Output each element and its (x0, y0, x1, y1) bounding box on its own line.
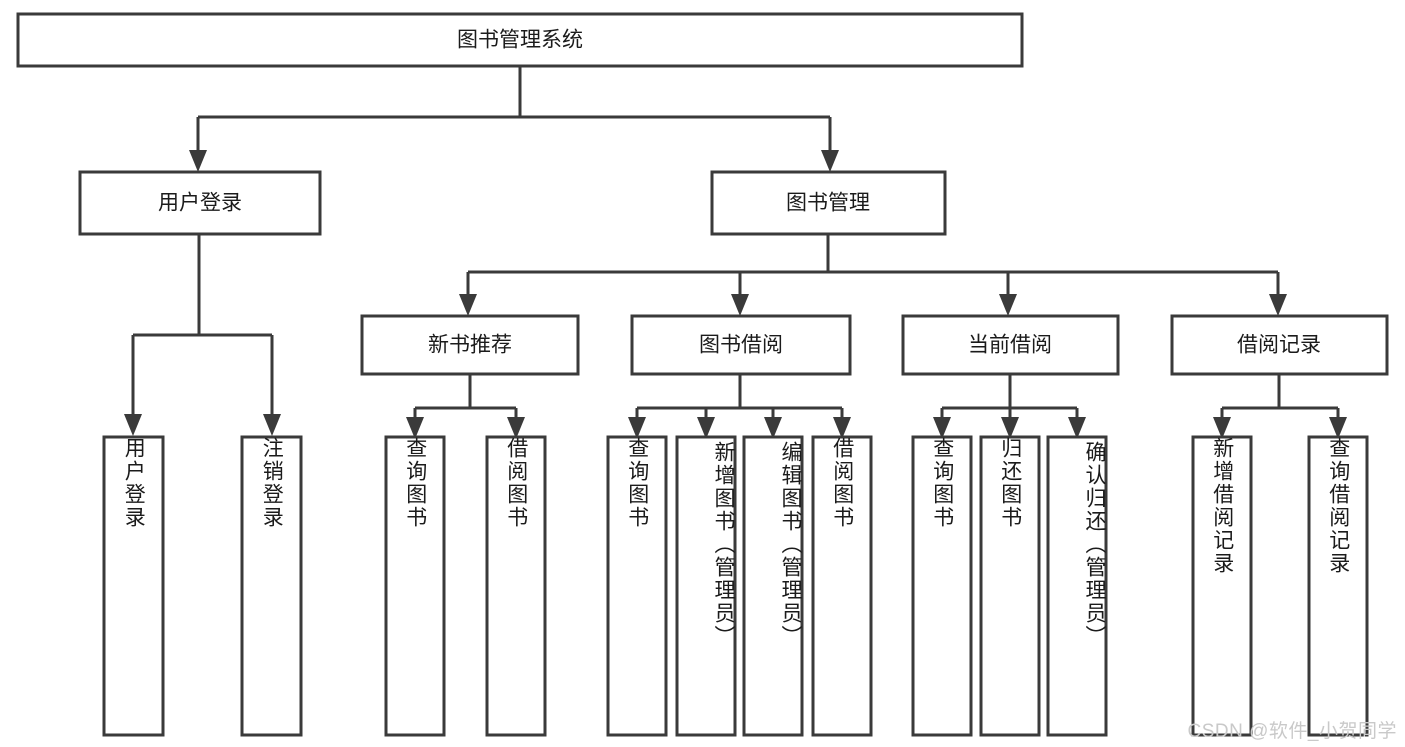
node-book-manage-label: 图书管理 (786, 192, 870, 215)
node-book-borrow-box[interactable] (630, 314, 852, 376)
node-user-login[interactable]: 用户登录 (78, 170, 322, 236)
connector-group-root-to-level1 (189, 66, 839, 172)
arrow-icon (124, 414, 142, 436)
arrow-icon (189, 150, 207, 172)
node-new-book-recommend-label: 新书推荐 (428, 334, 512, 357)
leaf-boxes-group (102, 435, 1369, 737)
node-new-book-recommend[interactable]: 新书推荐 (360, 314, 580, 376)
leaf-box-borrow-book-2[interactable] (811, 435, 873, 737)
leaf-box-user-logout[interactable] (240, 435, 303, 737)
arrow-icon (821, 150, 839, 172)
leaf-box-query-record[interactable] (1307, 435, 1369, 737)
connector-group-currentborrow-to-leaves (933, 375, 1086, 439)
node-current-borrow[interactable]: 当前借阅 (901, 314, 1120, 376)
leaf-box-query-book-1[interactable] (384, 435, 446, 737)
node-root[interactable]: 图书管理系统 (16, 12, 1024, 68)
connector-group-bookmanage-to-level2 (459, 234, 1287, 316)
connector-group-userlogin-to-leaves (124, 234, 281, 436)
node-new-book-recommend-box[interactable] (360, 314, 580, 376)
node-borrow-record-label: 借阅记录 (1237, 334, 1321, 357)
connector-group-newbook-to-leaves (406, 375, 525, 439)
node-book-manage-box[interactable] (710, 170, 947, 236)
arrow-icon (263, 414, 281, 436)
leaf-box-user-login[interactable] (102, 435, 165, 737)
arrow-icon (999, 294, 1017, 316)
connector-group-bookborrow-to-leaves (628, 375, 851, 439)
leaf-box-query-book-3[interactable] (911, 435, 973, 737)
node-book-manage[interactable]: 图书管理 (710, 170, 947, 236)
leaf-box-return-book[interactable] (979, 435, 1041, 737)
leaf-box-borrow-book-1[interactable] (485, 435, 547, 737)
node-root-label: 图书管理系统 (457, 29, 583, 52)
leaf-box-confirm-return[interactable] (1046, 435, 1108, 737)
arrow-icon (459, 294, 477, 316)
leaf-box-query-book-2[interactable] (606, 435, 668, 737)
node-user-login-label: 用户登录 (158, 192, 242, 215)
arrow-icon (731, 294, 749, 316)
connector-group-borrowrecord-to-leaves (1213, 375, 1347, 439)
leaf-box-add-record[interactable] (1191, 435, 1253, 737)
node-current-borrow-label: 当前借阅 (968, 334, 1052, 357)
leaf-box-add-book[interactable] (675, 435, 737, 737)
node-book-borrow-label: 图书借阅 (699, 334, 783, 357)
node-borrow-record[interactable]: 借阅记录 (1170, 314, 1389, 376)
node-user-login-box[interactable] (78, 170, 322, 236)
watermark-text: CSDN @软件_小贺同学 (1187, 721, 1397, 742)
node-book-borrow[interactable]: 图书借阅 (630, 314, 852, 376)
arrow-icon (1269, 294, 1287, 316)
node-root-box[interactable] (16, 12, 1024, 68)
node-borrow-record-box[interactable] (1170, 314, 1389, 376)
leaf-box-edit-book[interactable] (742, 435, 804, 737)
node-current-borrow-box[interactable] (901, 314, 1120, 376)
